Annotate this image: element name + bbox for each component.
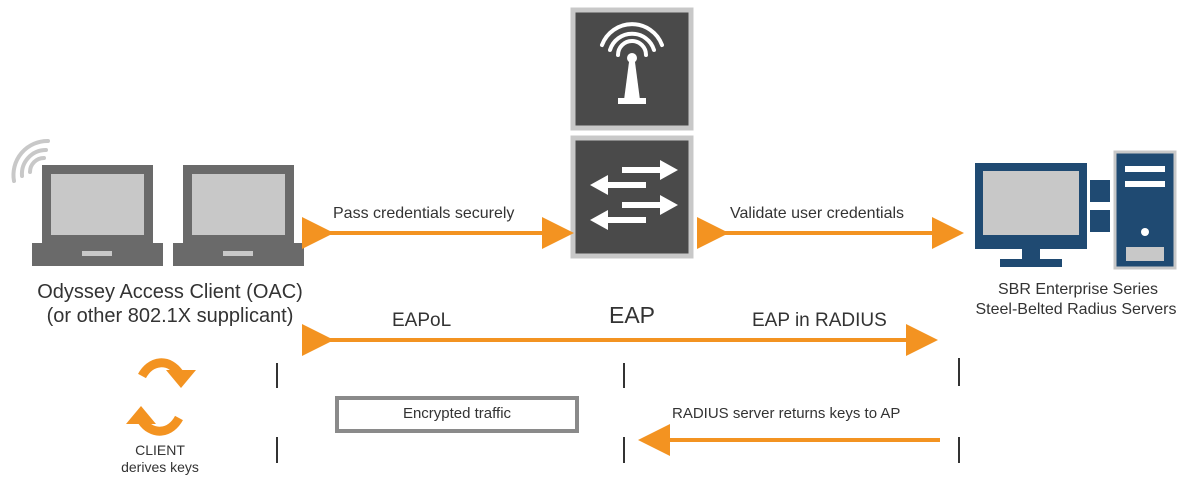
wifi-signal-icon [11,138,50,183]
eap-in-radius-label: EAP in RADIUS [752,310,887,331]
client-label-line1: Odyssey Access Client (OAC) [37,281,303,303]
cycle-arrowhead-icon [126,406,156,424]
eapol-label: EAPoL [392,310,452,331]
cycle-arrowhead-icon [166,370,196,388]
laptop-icon [32,165,163,266]
client-keys-line1: CLIENT [135,442,185,458]
radius-returns-keys-label: RADIUS server returns keys to AP [672,405,901,422]
laptop-icon [173,165,304,266]
server-label-line2: Steel-Belted Radius Servers [975,301,1177,318]
eap-label: EAP [609,302,656,328]
client-label-line2: (or other 802.1X supplicant) [46,305,294,327]
switch-arrows-icon [570,135,694,259]
cycle-arrows-icon [138,358,183,436]
validate-credentials-label: Validate user credentials [730,205,905,222]
pass-credentials-label: Pass credentials securely [333,205,515,222]
encrypted-traffic-box [335,396,579,433]
antenna-icon [570,7,694,131]
timeline-dividers [276,358,960,463]
encrypted-traffic-label: Encrypted traffic [402,405,512,422]
server-workstation-icon [975,150,1177,270]
client-keys-line2: derives keys [121,459,199,475]
server-label-line1: SBR Enterprise Series [997,281,1159,298]
